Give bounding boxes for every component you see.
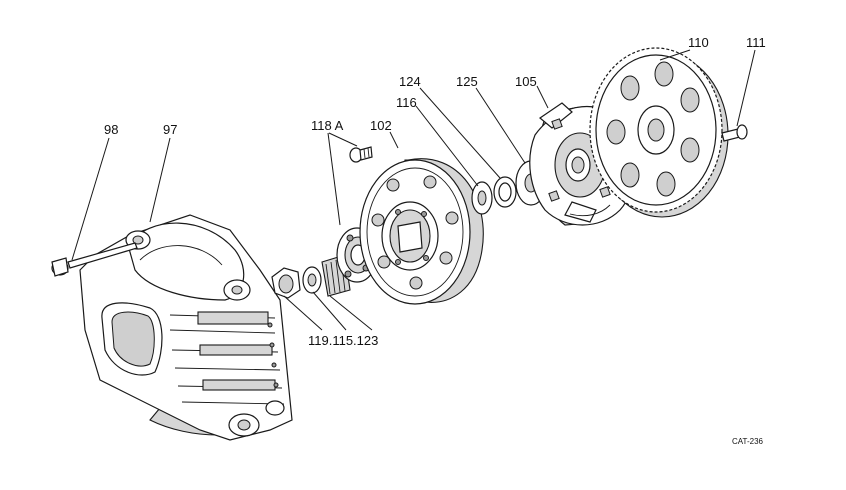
washer-124 bbox=[493, 176, 517, 208]
callout-97: 97 bbox=[163, 122, 177, 137]
screw-118a bbox=[349, 146, 373, 163]
gear-110 bbox=[589, 47, 729, 218]
housing-cover-97 bbox=[79, 214, 293, 441]
callout-116: 116 bbox=[396, 95, 417, 110]
callout-124: 124 bbox=[399, 74, 421, 89]
callout-111: 111 bbox=[746, 35, 766, 50]
drawing-code: CAT-236 bbox=[732, 437, 764, 446]
washer-116 bbox=[471, 181, 493, 215]
long-bolt-98 bbox=[51, 242, 138, 277]
leader-lines bbox=[71, 49, 756, 331]
nut-119 bbox=[271, 267, 301, 299]
screw-111 bbox=[721, 124, 748, 142]
callout-118a: 118 A bbox=[311, 118, 344, 133]
callout-105: 105 bbox=[515, 74, 537, 89]
callout-102: 102 bbox=[370, 118, 392, 133]
callout-119-115-123: 119.115.123 bbox=[308, 333, 378, 348]
callout-98: 98 bbox=[104, 122, 118, 137]
callout-125: 125 bbox=[456, 74, 478, 89]
callout-110: 110 bbox=[688, 35, 709, 50]
washer-115 bbox=[302, 266, 322, 294]
flywheel-102 bbox=[359, 158, 484, 305]
